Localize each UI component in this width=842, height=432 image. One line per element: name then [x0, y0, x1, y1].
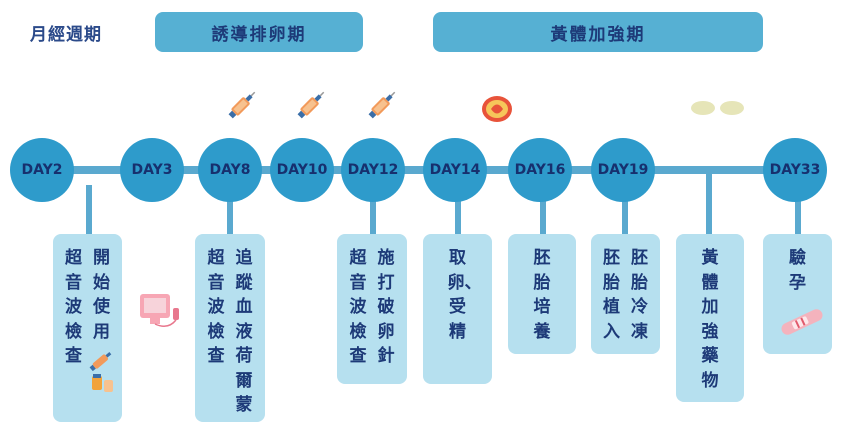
day-node: DAY16	[508, 138, 572, 202]
connector	[706, 170, 712, 235]
connector	[86, 185, 92, 235]
syringe-icon	[228, 91, 256, 119]
card-text: 胚胎植入	[603, 248, 620, 342]
card-text: 驗孕	[789, 248, 806, 293]
day-node: DAY12	[341, 138, 405, 202]
card-text: 超音波檢查	[65, 248, 82, 366]
card-text: 超音波檢查	[349, 248, 367, 366]
card-day14: 取卵、受精	[423, 234, 492, 384]
day-node: DAY19	[591, 138, 655, 202]
phase-luteal-banner: 黃體加強期	[433, 12, 763, 52]
card-text: 胚胎冷凍	[631, 248, 648, 342]
day-node: DAY2	[10, 138, 74, 202]
connector	[540, 185, 546, 235]
card-day19: 胚胎冷凍 胚胎植入	[591, 234, 660, 354]
day-node: DAY8	[198, 138, 262, 202]
card-day33: 驗孕	[763, 234, 832, 354]
card-text: 超音波檢查	[207, 248, 225, 366]
egg-cell-icon	[482, 96, 512, 122]
medication-icon	[89, 352, 113, 392]
connector	[455, 185, 461, 235]
card-text: 胚胎培養	[533, 248, 551, 342]
card-text: 黃體加強藥物	[701, 248, 719, 391]
connector	[795, 185, 801, 235]
day-node: DAY3	[120, 138, 184, 202]
card-text: 施打破卵針	[377, 248, 395, 366]
card-text: 追蹤血液荷爾蒙	[235, 248, 253, 415]
phase-induction-banner: 誘導排卵期	[155, 12, 363, 52]
day-node: DAY10	[270, 138, 334, 202]
connector	[227, 185, 233, 235]
timeline-line	[30, 166, 800, 174]
card-day8: 追蹤血液荷爾蒙 超音波檢查	[195, 234, 265, 422]
page-title: 月經週期	[30, 25, 102, 45]
day-node: DAY33	[763, 138, 827, 202]
card-text: 取卵、受精	[447, 248, 482, 342]
card-day16: 胚胎培養	[508, 234, 576, 354]
connector	[622, 185, 628, 235]
card-luteal-support: 黃體加強藥物	[676, 234, 744, 402]
connector	[370, 185, 376, 235]
day-node: DAY14	[423, 138, 487, 202]
syringe-icon	[297, 91, 325, 119]
card-text: 開始使用	[93, 248, 110, 342]
card-day12: 施打破卵針 超音波檢查	[337, 234, 407, 384]
syringe-icon	[368, 91, 396, 119]
ultrasound-machine-icon	[140, 294, 179, 327]
pregnancy-test-icon	[781, 309, 823, 335]
pills-icon	[691, 101, 744, 115]
